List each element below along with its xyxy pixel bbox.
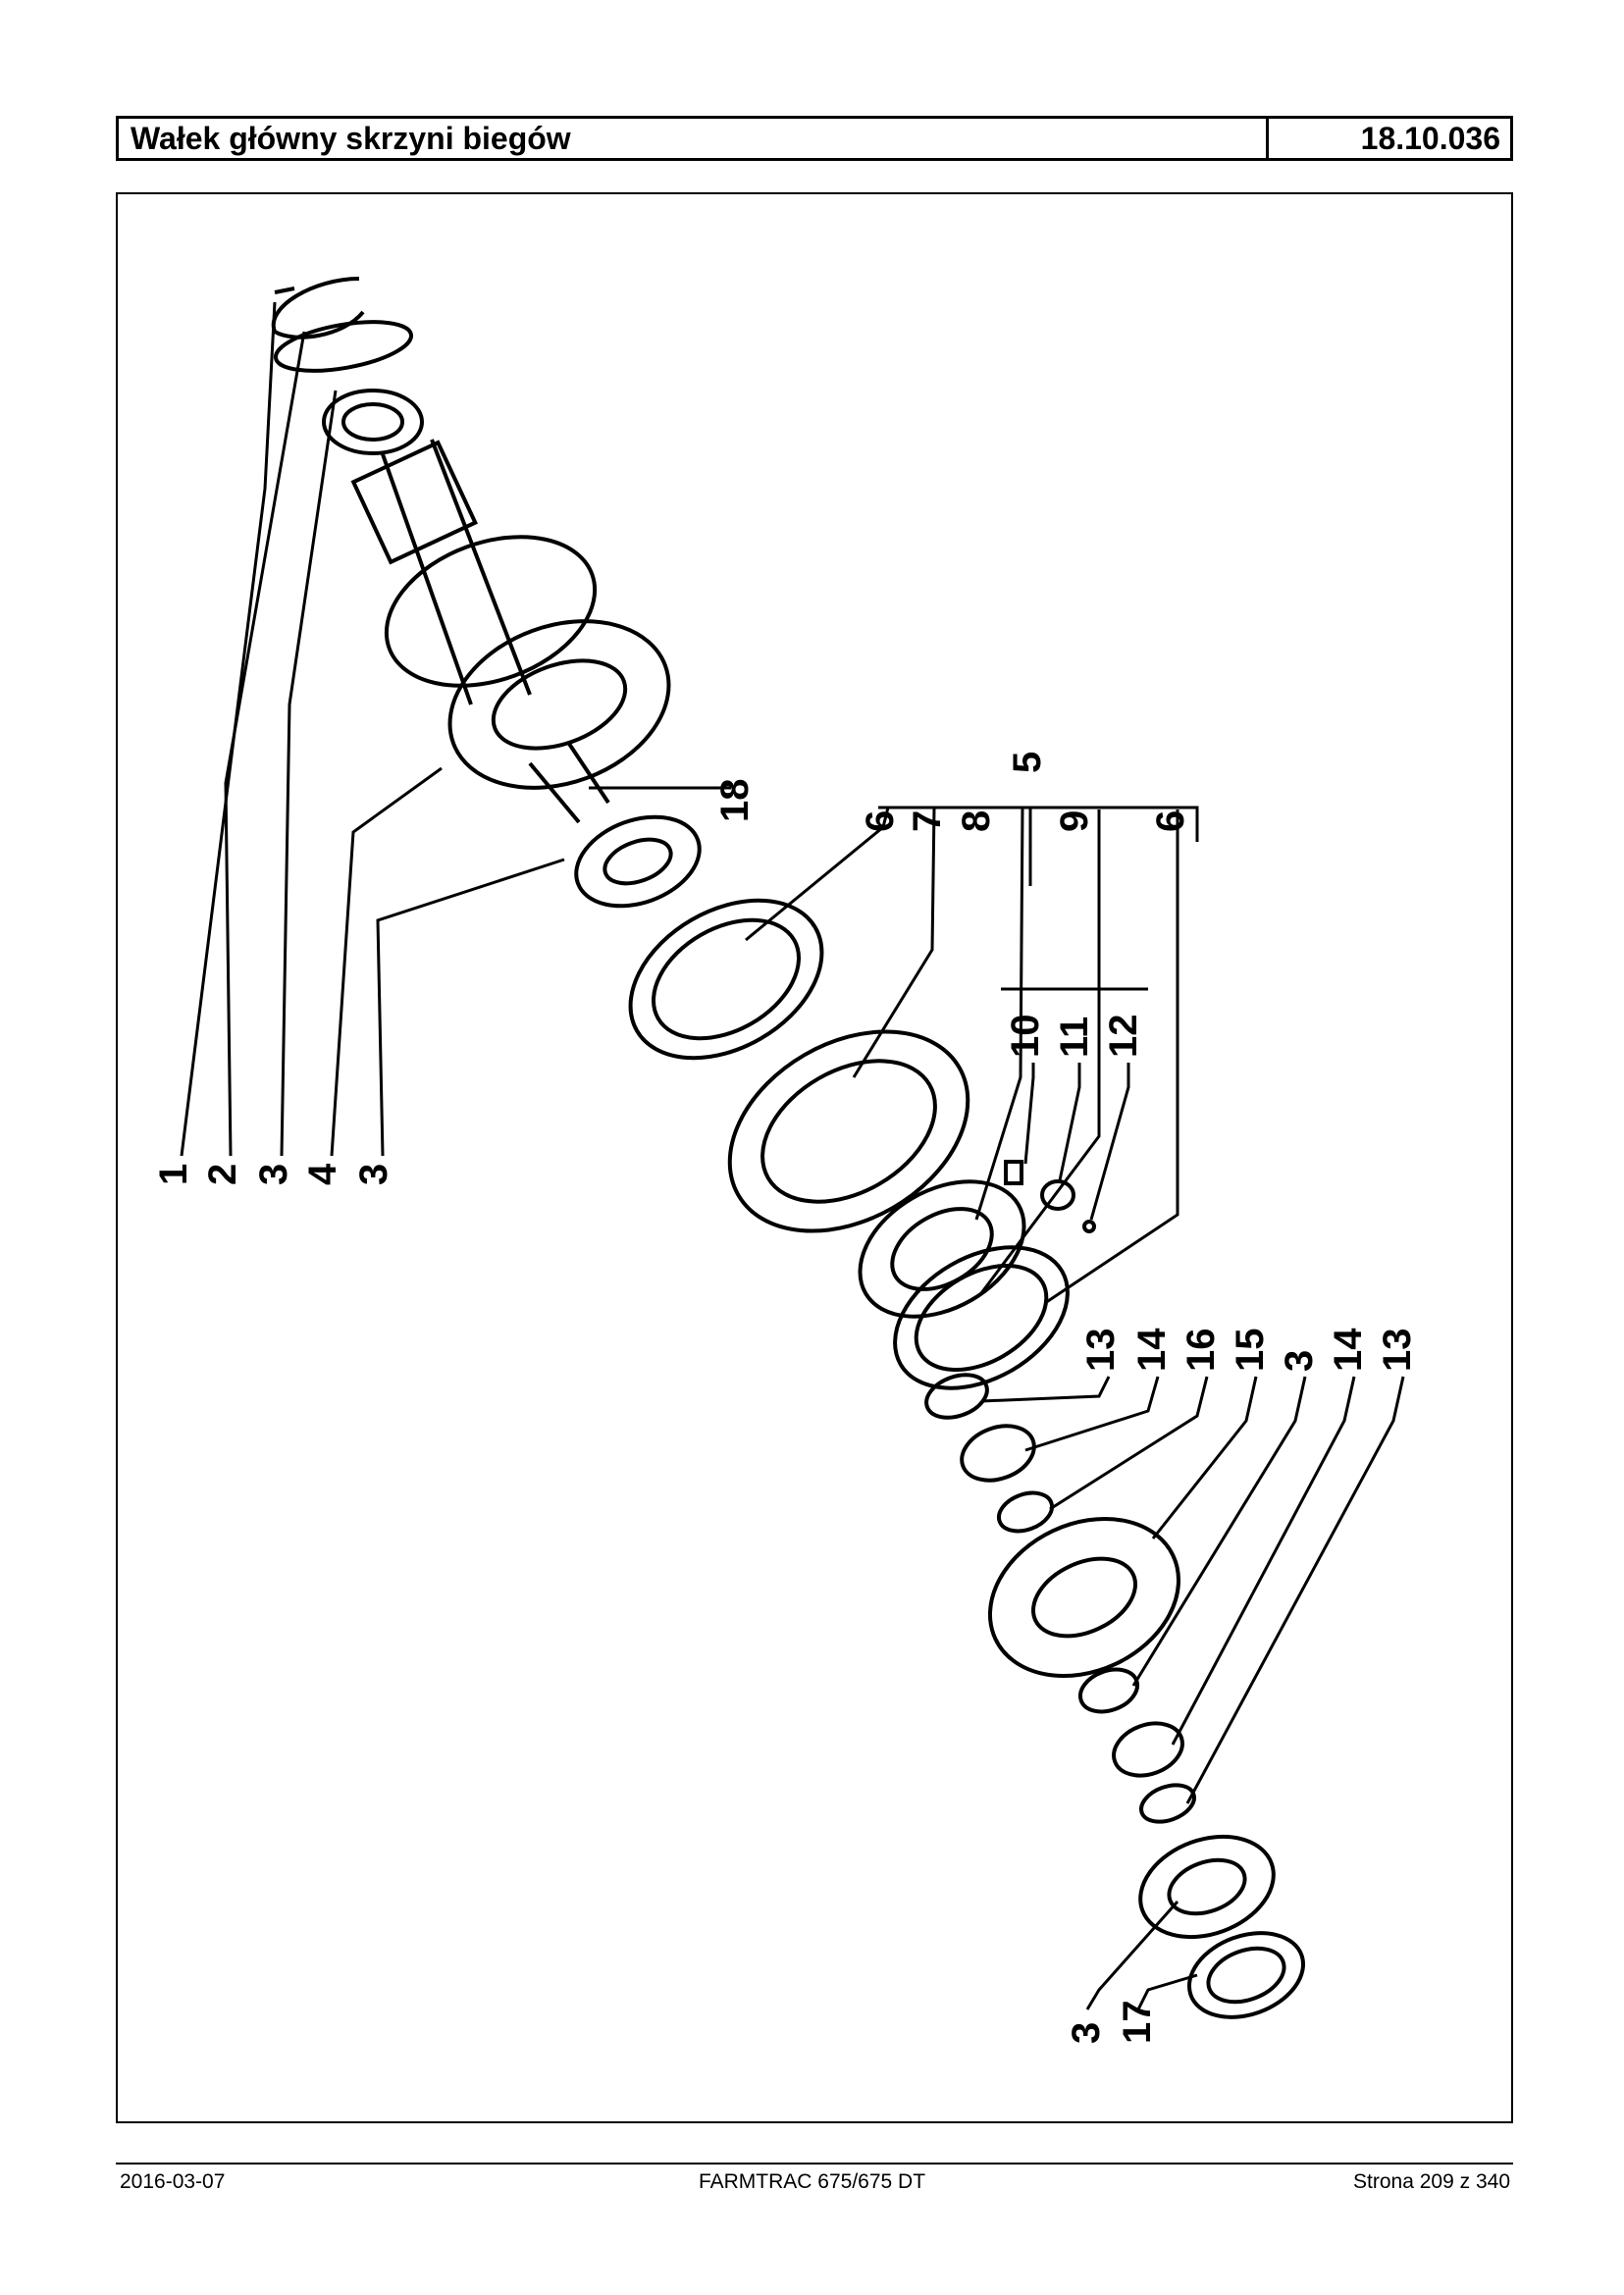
callout-2: 2: [201, 1164, 244, 1185]
synchro-ring-6-lower: [893, 1245, 1070, 1390]
callout-9: 9: [1053, 810, 1096, 832]
bearing-top: [322, 389, 424, 455]
callout-10: 10: [1004, 1015, 1047, 1059]
callout-13: 13: [1079, 1329, 1123, 1373]
callout-8: 8: [955, 810, 998, 832]
washer-14: [960, 1424, 1036, 1483]
gear-cluster-2: [447, 619, 671, 790]
exploded-diagram-frame: 1 2 3 4 3 18 5 6 7 8 9 6 10 11 12 13 14 …: [116, 192, 1513, 2123]
bearing-second: [574, 814, 702, 909]
callout-6b: 6: [1149, 810, 1192, 832]
callout-14b: 14: [1327, 1328, 1370, 1372]
gear-cluster-1: [384, 535, 598, 688]
ball-part-12: [1082, 1220, 1096, 1233]
callout-3b: 3: [352, 1164, 395, 1185]
callout-3c: 3: [1278, 1350, 1321, 1372]
callout-3d: 3: [1065, 2022, 1108, 2044]
callout-15: 15: [1229, 1329, 1272, 1373]
synchro-ring-6: [628, 898, 824, 1061]
callout-13b: 13: [1376, 1329, 1419, 1373]
circlip-part: [271, 277, 365, 339]
section-code: 18.10.036: [1360, 121, 1500, 156]
ring-13-lower: [1139, 1783, 1196, 1824]
ring-13: [924, 1373, 989, 1420]
seal-17: [1186, 1931, 1306, 2019]
footer-page-number: Strona 209 z 340: [1353, 2170, 1510, 2193]
callout-3: 3: [252, 1164, 295, 1185]
washer-14-lower: [1112, 1721, 1184, 1778]
document-header: Wałek główny skrzyni biegów 18.10.036: [116, 116, 1513, 161]
synchro-hub-8: [858, 1179, 1026, 1319]
callout-4: 4: [301, 1163, 344, 1185]
part-callouts: 1 2 3 4 3 18 5 6 7 8 9 6 10 11 12 13 14 …: [152, 752, 1419, 2044]
callout-12: 12: [1102, 1015, 1145, 1059]
page-title: Wałek główny skrzyni biegów: [119, 119, 1269, 158]
shaft-end-18: [528, 742, 610, 824]
callout-1: 1: [152, 1164, 195, 1185]
bearing-bottom: [1138, 1834, 1276, 1940]
sliding-sleeve-7: [727, 1029, 970, 1233]
callout-5: 5: [1006, 752, 1049, 773]
main-shaft: [381, 439, 532, 705]
callout-14: 14: [1130, 1328, 1174, 1372]
shaft-spline: [350, 440, 478, 565]
callout-17: 17: [1116, 2001, 1159, 2045]
circlip-part-inner: [274, 287, 295, 294]
footer-divider: [116, 2163, 1513, 2165]
key-part-10: [1004, 1160, 1023, 1185]
callout-7: 7: [906, 810, 949, 832]
ring-16: [996, 1490, 1055, 1534]
callout-18: 18: [713, 779, 757, 823]
callout-6: 6: [859, 810, 902, 832]
bearing-lower: [1077, 1667, 1140, 1714]
exploded-view-drawing: 1 2 3 4 3 18 5 6 7 8 9 6 10 11 12 13 14 …: [152, 277, 1419, 2044]
footer-model: FARMTRAC 675/675 DT: [698, 2170, 926, 2193]
gear-15: [987, 1516, 1181, 1679]
ring-part: [273, 320, 414, 373]
callout-11: 11: [1053, 1017, 1096, 1058]
spring-part-11: [1040, 1179, 1075, 1211]
footer-date: 2016-03-07: [120, 2170, 226, 2193]
callout-16: 16: [1179, 1329, 1223, 1373]
leader-lines: [180, 301, 1405, 2010]
drawing-parts: [271, 277, 1306, 2019]
